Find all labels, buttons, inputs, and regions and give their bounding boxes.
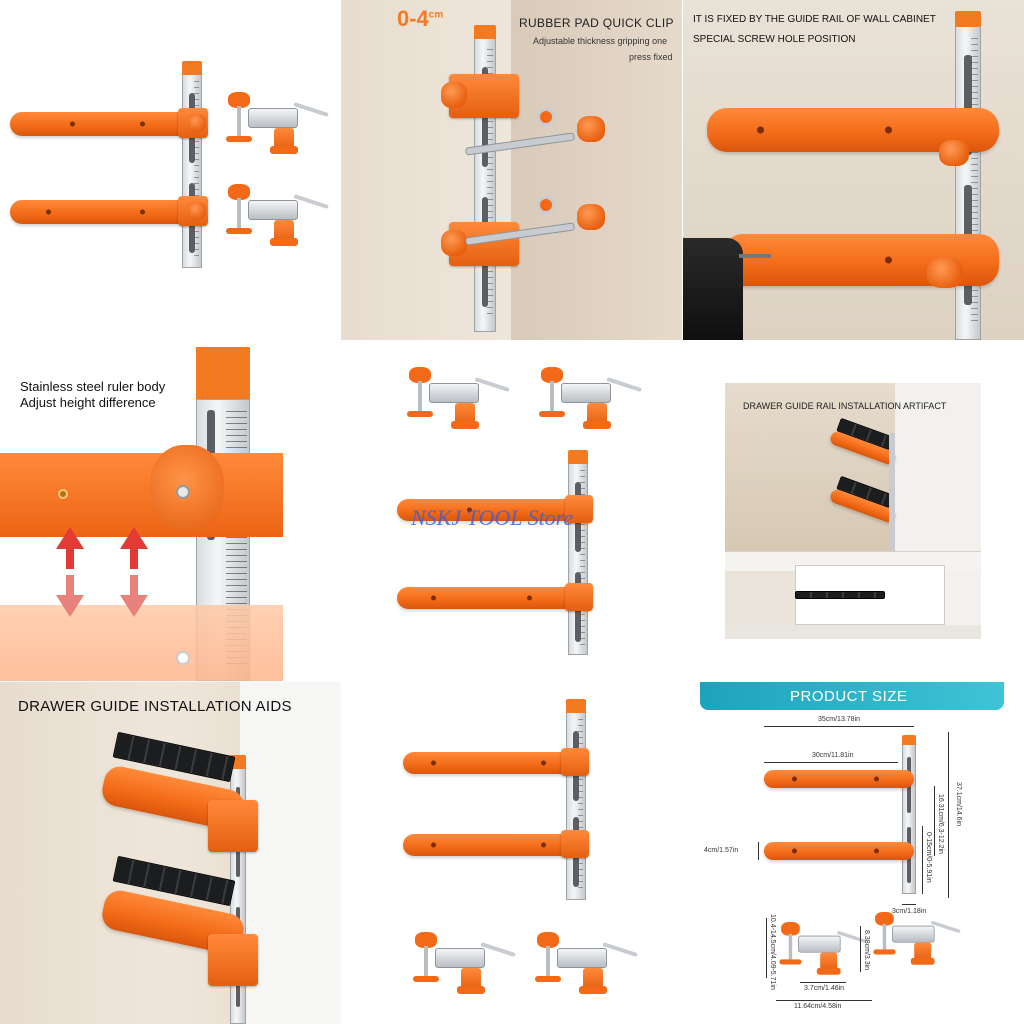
clamp-block-upper <box>208 800 258 852</box>
knob-icon <box>441 230 467 256</box>
knob-icon <box>939 140 969 166</box>
orange-arm-closeup <box>0 453 283 537</box>
feature-line-2: SPECIAL SCREW HOLE POSITION <box>693 34 856 45</box>
star-knob-icon <box>577 204 605 230</box>
arm-lock-block-upper <box>565 495 593 523</box>
knob-icon <box>188 114 206 132</box>
feature-subtitle-1: Adjustable thickness gripping one <box>533 36 668 46</box>
dim-ruler-width: 3cm/1.18in <box>892 908 927 915</box>
arrow-down-icon <box>56 595 84 617</box>
panel-product-overview <box>0 0 340 340</box>
dim-clamp-base: 3.7cm/1.46in <box>804 985 845 992</box>
dim-clamp-body: 8.38cm/3.3in <box>863 930 870 971</box>
dim-clamp-length: 11.64cm/4.58in <box>794 1003 842 1010</box>
clamp-block-lower <box>208 934 258 986</box>
panel-ruler-closeup: Stainless steel ruler body Adjust height… <box>0 341 283 681</box>
panel-product-size: PRODUCT SIZE 35cm/13.78in 30cm/11.81in 4… <box>700 682 1024 1024</box>
feature-line-2: Adjust height difference <box>20 395 156 410</box>
arm-lock-block-lower <box>565 583 593 611</box>
knob-icon <box>441 82 467 108</box>
steel-ruler <box>955 11 981 340</box>
panel-product-second <box>385 682 685 1024</box>
quick-clamp-lower <box>222 184 332 254</box>
quick-clamp-right <box>531 932 641 1002</box>
arm-lock-block-lower <box>561 830 589 858</box>
orange-arm-upper <box>403 752 589 774</box>
steel-ruler <box>566 699 586 900</box>
quick-clamp-right <box>535 367 645 437</box>
feature-line-1: Stainless steel ruler body <box>20 379 166 394</box>
panel-product-watermark: NSKJ TOOL Store <box>365 341 665 681</box>
knob-icon <box>188 202 206 220</box>
quick-clamp-left <box>409 932 519 1002</box>
dim-ruler-range: 0-15cm/0-5.91in <box>925 832 932 883</box>
arrow-down-icon <box>120 595 148 617</box>
arrow-up-icon <box>120 527 148 549</box>
panel-drawer-artifact: DRAWER GUIDE RAIL INSTALLATION ARTIFACT <box>725 383 981 639</box>
dim-arm-width: 30cm/11.81in <box>812 752 854 759</box>
star-knob-icon <box>577 116 605 142</box>
size-banner <box>700 682 1004 710</box>
range-label: 0-4cm <box>397 6 444 31</box>
knob-icon <box>927 258 963 288</box>
orange-arm-lower <box>403 834 589 856</box>
feature-line-1: IT IS FIXED BY THE GUIDE RAIL OF WALL CA… <box>693 14 936 25</box>
orange-arm-upper <box>397 499 587 521</box>
panel-title: DRAWER GUIDE INSTALLATION AIDS <box>18 698 292 715</box>
quick-clamp-left <box>403 367 513 437</box>
orange-arm-lower <box>764 842 914 860</box>
quick-clamp-right <box>870 912 964 972</box>
quick-clamp-upper <box>222 92 332 162</box>
size-title: PRODUCT SIZE <box>790 688 908 705</box>
drill-icon <box>683 238 743 340</box>
arrow-up-icon <box>56 527 84 549</box>
orange-arm-upper <box>764 770 914 788</box>
steel-ruler <box>182 61 202 268</box>
panel-rubber-pad-clip: 0-4cm RUBBER PAD QUICK CLIP Adjustable t… <box>341 0 682 340</box>
panel-title: DRAWER GUIDE RAIL INSTALLATION ARTIFACT <box>743 401 947 411</box>
orange-arm-ghost <box>0 605 283 681</box>
orange-arm-lower <box>397 587 587 609</box>
orange-arm-upper <box>10 112 200 136</box>
dim-adjust-range: 16.31cm/6.3-12.2in <box>937 794 944 854</box>
store-watermark: NSKJ TOOL Store <box>411 505 574 530</box>
feature-subtitle-2: press fixed <box>629 52 673 62</box>
dim-clamp-height: 10.4-14.5cm/4.09-5.71in <box>769 914 776 990</box>
dim-total-height: 37.1cm/14.6in <box>955 782 962 826</box>
panel-drawer-aids: DRAWER GUIDE INSTALLATION AIDS <box>0 682 341 1024</box>
feature-title: RUBBER PAD QUICK CLIP <box>519 16 674 30</box>
orange-arm-lower <box>10 200 200 224</box>
steel-ruler <box>568 450 588 655</box>
arm-lock-block-upper <box>561 748 589 776</box>
quick-clamp-left <box>776 922 870 982</box>
steel-ruler <box>902 735 916 894</box>
dim-arm-height: 4cm/1.57in <box>704 847 739 854</box>
panel-wall-cabinet: IT IS FIXED BY THE GUIDE RAIL OF WALL CA… <box>683 0 1024 340</box>
dim-total-width: 35cm/13.78in <box>818 716 861 723</box>
